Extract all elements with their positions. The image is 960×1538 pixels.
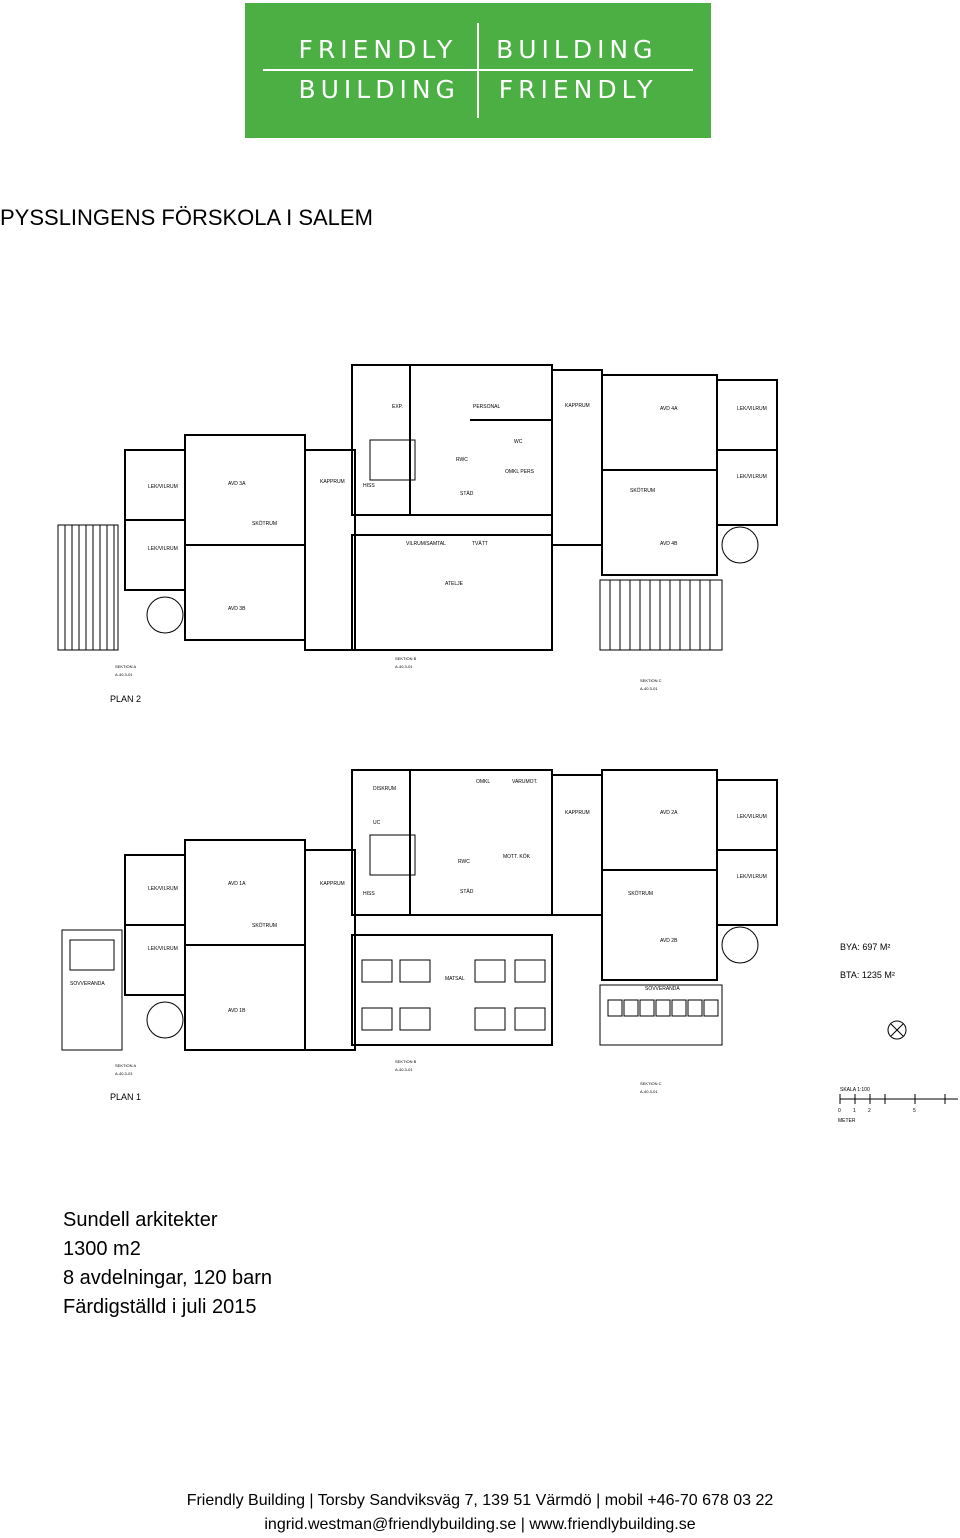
logo-line-1: FRIENDLY BUILDING: [298, 35, 658, 64]
section-c-ref: A-40.3-01: [640, 1089, 658, 1094]
room-personal: PERSONAL: [473, 404, 500, 410]
room-lek-vilrum: LEK/VILRUM: [148, 946, 178, 952]
units: 8 avdelningar, 120 barn: [63, 1267, 273, 1289]
area-summary: BYA: 697 M² BTA: 1235 M²: [840, 942, 895, 980]
logo-line-2: BUILDING FRIENDLY: [298, 75, 658, 104]
section-b-label: SEKTION B: [395, 1059, 417, 1064]
scale-unit: METER: [838, 1118, 856, 1124]
completion-date: Färdigställd i juli 2015: [63, 1296, 257, 1318]
scale-label: SKALA 1:100: [840, 1087, 870, 1093]
room-avd-4b: AVD 4B: [660, 541, 678, 547]
floor-plan-drawing: AVD 3A AVD 3B AVD 4A AVD 4B LEK/VILRUM L…: [40, 330, 960, 1130]
room-rwc: RWC: [456, 457, 468, 463]
room-avd-2b: AVD 2B: [660, 938, 678, 944]
bta-area: BTA: 1235 M²: [840, 970, 895, 980]
plan-1-drawing: [61, 769, 778, 1051]
room-hiss: HISS: [363, 891, 375, 897]
room-uc: UC: [373, 820, 381, 826]
room-vilrum-samtal: VILRUM/SAMTAL: [406, 541, 446, 547]
section-b-ref: A-40.3-01: [395, 1067, 413, 1072]
scale-tick-5: 5: [913, 1108, 916, 1114]
room-sovveranda: SOVVERANDA: [70, 981, 105, 987]
logo-divider-vertical: [477, 23, 479, 118]
room-lek-vilrum: LEK/VILRUM: [737, 814, 767, 820]
friendly-building-logo: FRIENDLY BUILDING BUILDING FRIENDLY: [245, 3, 711, 138]
room-mott-kok: MOTT. KÖK: [503, 853, 531, 860]
scale-tick-0: 0: [838, 1108, 841, 1114]
room-skotrum: SKÖTRUM: [630, 487, 655, 494]
room-varumot: VARUMOT.: [512, 779, 537, 785]
room-kapprum: KAPPRUM: [320, 881, 345, 887]
plan-2-labels: AVD 3A AVD 3B AVD 4A AVD 4B LEK/VILRUM L…: [110, 403, 767, 704]
room-stad: STÄD: [460, 490, 474, 497]
section-a-label: SEKTION A: [115, 664, 136, 669]
room-rwc: RWC: [458, 859, 470, 865]
section-a-label: SEKTION A: [115, 1063, 136, 1068]
room-exp: EXP.: [392, 404, 403, 410]
plan-1-tables: [69, 939, 719, 1031]
room-omkl: OMKL: [476, 779, 490, 785]
room-avd-3b: AVD 3B: [228, 606, 246, 612]
room-kapprum: KAPPRUM: [320, 479, 345, 485]
section-c-ref: A-40.3-01: [640, 686, 658, 691]
scale-bar: [839, 1094, 958, 1104]
room-lek-vilrum: LEK/VILRUM: [737, 406, 767, 412]
room-skotrum: SKÖTRUM: [252, 520, 277, 527]
room-skotrum: SKÖTRUM: [628, 890, 653, 897]
room-stad: STÄD: [460, 888, 474, 895]
room-avd-3a: AVD 3A: [228, 481, 246, 487]
room-tvatt: TVÄTT: [472, 540, 488, 547]
section-b-label: SEKTION B: [395, 656, 417, 661]
bya-area: BYA: 697 M²: [840, 942, 890, 952]
room-skotrum: SKÖTRUM: [252, 922, 277, 929]
room-sovveranda: SOVVERANDA: [645, 986, 680, 992]
room-lek-vilrum: LEK/VILRUM: [148, 886, 178, 892]
section-a-ref: A-40.3-01: [115, 672, 133, 677]
scale-tick-2: 2: [868, 1108, 871, 1114]
area: 1300 m2: [63, 1238, 141, 1260]
project-info: Sundell arkitekter 1300 m2 8 avdelningar…: [63, 1206, 272, 1322]
section-c-label: SEKTION C: [640, 1081, 662, 1086]
room-atelje: ATELJE: [445, 581, 464, 587]
room-kapprum: KAPPRUM: [565, 403, 590, 409]
plan-2-drawing: [57, 364, 778, 651]
footer-email-web-line: ingrid.westman@friendlybuilding.se | www…: [264, 1516, 696, 1533]
room-avd-2a: AVD 2A: [660, 810, 678, 816]
room-lek-vilrum: LEK/VILRUM: [737, 874, 767, 880]
room-hiss: HISS: [363, 483, 375, 489]
section-markers: SEKTION A A-40.3-01 SEKTION B A-40.3-01 …: [115, 656, 662, 1094]
plan-1-label: PLAN 1: [110, 1092, 141, 1102]
section-c-label: SEKTION C: [640, 678, 662, 683]
section-b-ref: A-40.3-01: [395, 664, 413, 669]
footer-contact-line: Friendly Building | Torsby Sandviksväg 7…: [186, 1492, 774, 1509]
room-avd-1a: AVD 1A: [228, 881, 246, 887]
section-a-ref: A-40.3-01: [115, 1071, 133, 1076]
plan-1-labels: AVD 1A AVD 1B AVD 2A AVD 2B LEK/VILRUM L…: [70, 779, 767, 1102]
plan-2-hatching: [64, 525, 711, 650]
document-title: PYSSLINGENS FÖRSKOLA I SALEM: [0, 205, 373, 230]
room-lek-vilrum: LEK/VILRUM: [148, 484, 178, 490]
room-kapprum: KAPPRUM: [565, 810, 590, 816]
north-arrow-icon: [887, 1020, 907, 1040]
room-omkl-pers: OMKL PERS: [505, 469, 535, 475]
scale-tick-1: 1: [853, 1108, 856, 1114]
architect: Sundell arkitekter: [63, 1209, 218, 1231]
plan-2-label: PLAN 2: [110, 694, 141, 704]
room-lek-vilrum: LEK/VILRUM: [737, 474, 767, 480]
room-avd-1b: AVD 1B: [228, 1008, 246, 1014]
room-lek-vilrum: LEK/VILRUM: [148, 546, 178, 552]
room-avd-4a: AVD 4A: [660, 406, 678, 412]
room-diskrum: DISKRUM: [373, 786, 396, 792]
room-wc: WC: [514, 439, 523, 445]
room-matsal: MATSAL: [445, 976, 465, 982]
